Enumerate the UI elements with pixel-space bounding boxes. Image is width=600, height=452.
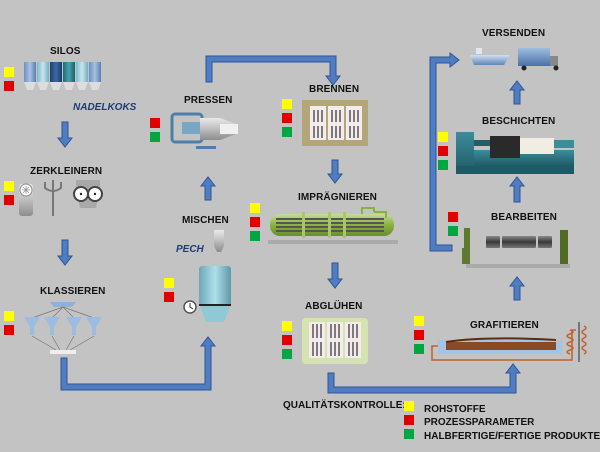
step-label-bearbeiten: BEARBEITEN xyxy=(491,212,558,223)
step-label-zerkleinern: ZERKLEINERN xyxy=(30,166,103,177)
step-label-klassieren: KLASSIEREN xyxy=(40,286,106,297)
legend-swatch-rohstoffe xyxy=(404,401,414,411)
qc-brennen-rohstoffe xyxy=(282,99,292,109)
qc-beschichten-prozessparameter xyxy=(438,146,448,156)
qc-klassieren-prozessparameter xyxy=(4,325,14,335)
bearbeiten-icon xyxy=(462,228,570,268)
legend-label-rohstoffe: ROHSTOFFE xyxy=(424,404,486,415)
beschichten-icon xyxy=(456,132,574,174)
legend-swatch-produkte xyxy=(404,429,414,439)
arrow-silos-zerkleinern xyxy=(56,121,74,148)
arrow-grafitieren-bearbeiten xyxy=(508,276,526,301)
step-label-versenden: VERSENDEN xyxy=(482,28,546,39)
qc-silos-prozessparameter xyxy=(4,81,14,91)
qc-mischen-rohstoffe xyxy=(164,278,174,288)
arrow-abgluehen-grafitieren xyxy=(327,363,522,394)
step-sublabel-nadelkoks: NADELKOKS xyxy=(73,102,137,113)
step-label-abgluehen: ABGLÜHEN xyxy=(305,301,363,312)
step-label-mischen: MISCHEN xyxy=(182,215,229,226)
arrow-beschichten-versenden xyxy=(508,80,526,105)
zerkleinern-icon xyxy=(19,180,103,216)
legend-label-produkte: HALBFERTIGE/FERTIGE PRODUKTE xyxy=(424,431,600,442)
qc-grafitieren-produkte xyxy=(414,344,424,354)
impraegnieren-icon xyxy=(268,207,398,244)
step-label-impraegnieren: IMPRÄGNIEREN xyxy=(298,192,377,203)
qc-abgluehen-prozessparameter xyxy=(282,335,292,345)
qc-silos-rohstoffe xyxy=(4,67,14,77)
legend-label-prozessparameter: PROZESSPARAMETER xyxy=(424,417,535,428)
arrow-pressen-brennen xyxy=(205,55,342,86)
pressen-icon xyxy=(170,112,238,149)
arrow-mischen-pressen xyxy=(199,176,217,201)
arrow-klassieren-mischen xyxy=(60,336,217,391)
step-sublabel-pech: PECH xyxy=(176,244,204,255)
mischen-icon xyxy=(183,230,231,322)
qc-abgluehen-rohstoffe xyxy=(282,321,292,331)
qc-brennen-produkte xyxy=(282,127,292,137)
qc-grafitieren-prozessparameter xyxy=(414,330,424,340)
qc-pressen-prozessparameter xyxy=(150,118,160,128)
qc-zerkleinern-prozessparameter xyxy=(4,195,14,205)
brennen-icon xyxy=(302,100,368,146)
qc-grafitieren-rohstoffe xyxy=(414,316,424,326)
step-label-silos: SILOS xyxy=(50,46,81,57)
qc-impraegnieren-rohstoffe xyxy=(250,203,260,213)
arrow-bearbeiten-versenden xyxy=(429,51,460,252)
versenden-icon xyxy=(470,48,559,71)
step-label-brennen: BRENNEN xyxy=(309,84,360,95)
arrow-brennen-impraegnieren xyxy=(326,159,344,184)
qc-beschichten-produkte xyxy=(438,160,448,170)
arrow-bearbeiten-beschichten xyxy=(508,176,526,203)
klassieren-icon xyxy=(24,302,102,354)
step-label-pressen: PRESSEN xyxy=(184,95,233,106)
qc-bearbeiten-prozessparameter xyxy=(448,212,458,222)
qc-bearbeiten-produkte xyxy=(448,226,458,236)
qc-pressen-produkte xyxy=(150,132,160,142)
step-label-grafitieren: GRAFITIEREN xyxy=(470,320,539,331)
legend-title: QUALITÄTSKONTROLLE: xyxy=(283,400,406,411)
step-label-beschichten: BESCHICHTEN xyxy=(482,116,556,127)
qc-impraegnieren-produkte xyxy=(250,231,260,241)
abgluehen-icon xyxy=(302,318,368,364)
qc-mischen-prozessparameter xyxy=(164,292,174,302)
grafitieren-icon xyxy=(431,322,587,362)
qc-brennen-prozessparameter xyxy=(282,113,292,123)
legend-swatch-prozessparameter xyxy=(404,415,414,425)
qc-impraegnieren-prozessparameter xyxy=(250,217,260,227)
qc-beschichten-rohstoffe xyxy=(438,132,448,142)
arrow-impraegnieren-abgluehen xyxy=(326,262,344,289)
qc-klassieren-rohstoffe xyxy=(4,311,14,321)
qc-abgluehen-produkte xyxy=(282,349,292,359)
silos-icon xyxy=(24,62,101,90)
arrow-zerkleinern-klassieren xyxy=(56,239,74,266)
qc-zerkleinern-rohstoffe xyxy=(4,181,14,191)
